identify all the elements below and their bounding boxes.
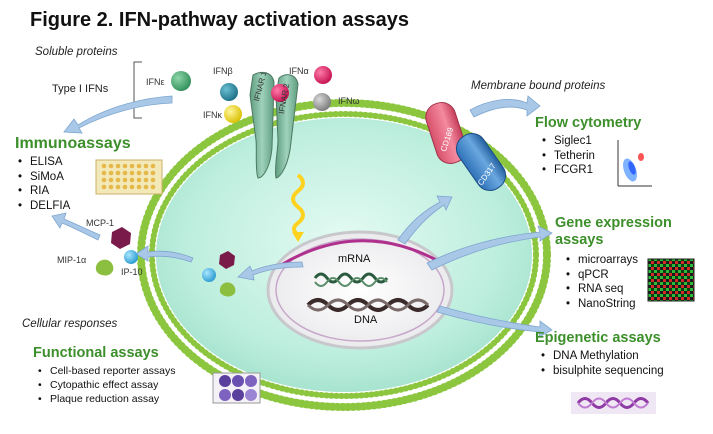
gene-expression-list: microarrays qPCR RNA seq NanoString — [566, 253, 638, 311]
arrow-nucleus-out — [397, 195, 453, 245]
cytokine-hexagon-inner — [219, 251, 235, 269]
ifnk-label: IFNκ — [203, 110, 222, 120]
figure-title: Figure 2. IFN-pathway activation assays — [30, 9, 410, 31]
mip1a-label: MIP-1α — [57, 255, 87, 265]
ifn-omega-ball — [313, 93, 331, 111]
mcp1-label: MCP-1 — [86, 218, 115, 228]
ifne-label: IFNε — [146, 77, 165, 87]
arrow-to-gene-expression — [426, 225, 553, 271]
epigenetic-heading: Epigenetic assays — [535, 330, 661, 346]
list-item: microarrays — [566, 253, 638, 268]
mrna-strand — [313, 272, 389, 284]
cd317-protein — [455, 133, 507, 191]
ifn-kappa-ball — [224, 105, 242, 123]
list-item: Cell-based reporter assays — [38, 364, 175, 378]
list-item: RIA — [18, 184, 70, 199]
list-item: qPCR — [566, 268, 638, 283]
arrow-to-mcp1 — [51, 212, 101, 241]
functional-assays-heading: Functional assays — [33, 345, 159, 361]
cytokine-green-inner — [219, 282, 236, 297]
assay-arrows — [51, 95, 553, 338]
cellular-responses-label: Cellular responses — [22, 318, 118, 330]
list-item: DELFIA — [18, 199, 70, 214]
functional-assays-list: Cell-based reporter assays Cytopathic ef… — [38, 364, 175, 406]
list-item: RNA seq — [566, 282, 638, 297]
type1-ifns-label: Type I IFNs — [52, 83, 109, 95]
gene-expression-heading-2: assays — [555, 232, 604, 248]
cytokine-blue-inner — [202, 268, 216, 282]
plaque-plate — [212, 372, 261, 404]
flow-cytometry-heading: Flow cytometry — [535, 115, 642, 131]
arrow-to-epigenetic — [436, 305, 553, 338]
arrow-cytokines-out — [135, 245, 194, 263]
membrane-proteins-label: Membrane bound proteins — [471, 80, 606, 92]
list-item: Tetherin — [542, 149, 595, 164]
flow-cytometry-plot — [617, 140, 652, 187]
nucleus — [266, 230, 454, 350]
mrna-label: mRNA — [338, 253, 371, 265]
list-item: bisulphite sequencing — [541, 364, 664, 379]
ifnw-label: IFNω — [338, 96, 360, 106]
immunoassays-heading: Immunoassays — [15, 135, 131, 152]
dna-label: DNA — [354, 314, 378, 326]
ifnb-label: IFNβ — [213, 66, 233, 76]
ifn-alpha-ball-2 — [314, 66, 332, 84]
soluble-proteins-label: Soluble proteins — [35, 46, 118, 58]
immunoassays-list: ELISA SiMoA RIA DELFIA — [18, 155, 70, 213]
ip10-label: IP-10 — [121, 267, 143, 277]
arrow-to-immunoassays — [63, 95, 173, 134]
list-item: ELISA — [18, 155, 70, 170]
elisa-plate — [95, 159, 163, 195]
list-item: Cytopathic effect assay — [38, 378, 175, 392]
nucleus-inner-ring — [275, 238, 445, 342]
nucleus-purple-arc — [280, 239, 441, 267]
list-item: Siglec1 — [542, 134, 595, 149]
ifna-label: IFNα — [289, 66, 309, 76]
methylation-dna-icon — [571, 392, 656, 414]
arrow-to-flow — [469, 95, 541, 118]
flow-cytometry-list: Siglec1 Tetherin FCGR1 — [542, 134, 595, 178]
list-item: Plaque reduction assay — [38, 392, 175, 406]
signal-squiggle — [291, 173, 305, 237]
arrow-to-cytokines-inner — [237, 261, 304, 281]
ifn-epsilon-ball — [171, 71, 191, 91]
mcp1-hexagon — [111, 227, 131, 249]
ip10-ball — [124, 250, 138, 264]
gene-heatmap — [647, 258, 695, 302]
list-item: DNA Methylation — [541, 349, 664, 364]
ifn-beta-ball — [220, 83, 238, 101]
epigenetic-list: DNA Methylation bisulphite sequencing — [541, 349, 664, 378]
list-item: NanoString — [566, 297, 638, 312]
list-item: FCGR1 — [542, 163, 595, 178]
mip1a-blob — [95, 259, 114, 276]
ifn-alpha-ball-1 — [271, 84, 289, 102]
gene-expression-heading: Gene expression — [555, 215, 672, 231]
list-item: SiMoA — [18, 170, 70, 185]
type1-ifn-bracket — [133, 61, 142, 119]
